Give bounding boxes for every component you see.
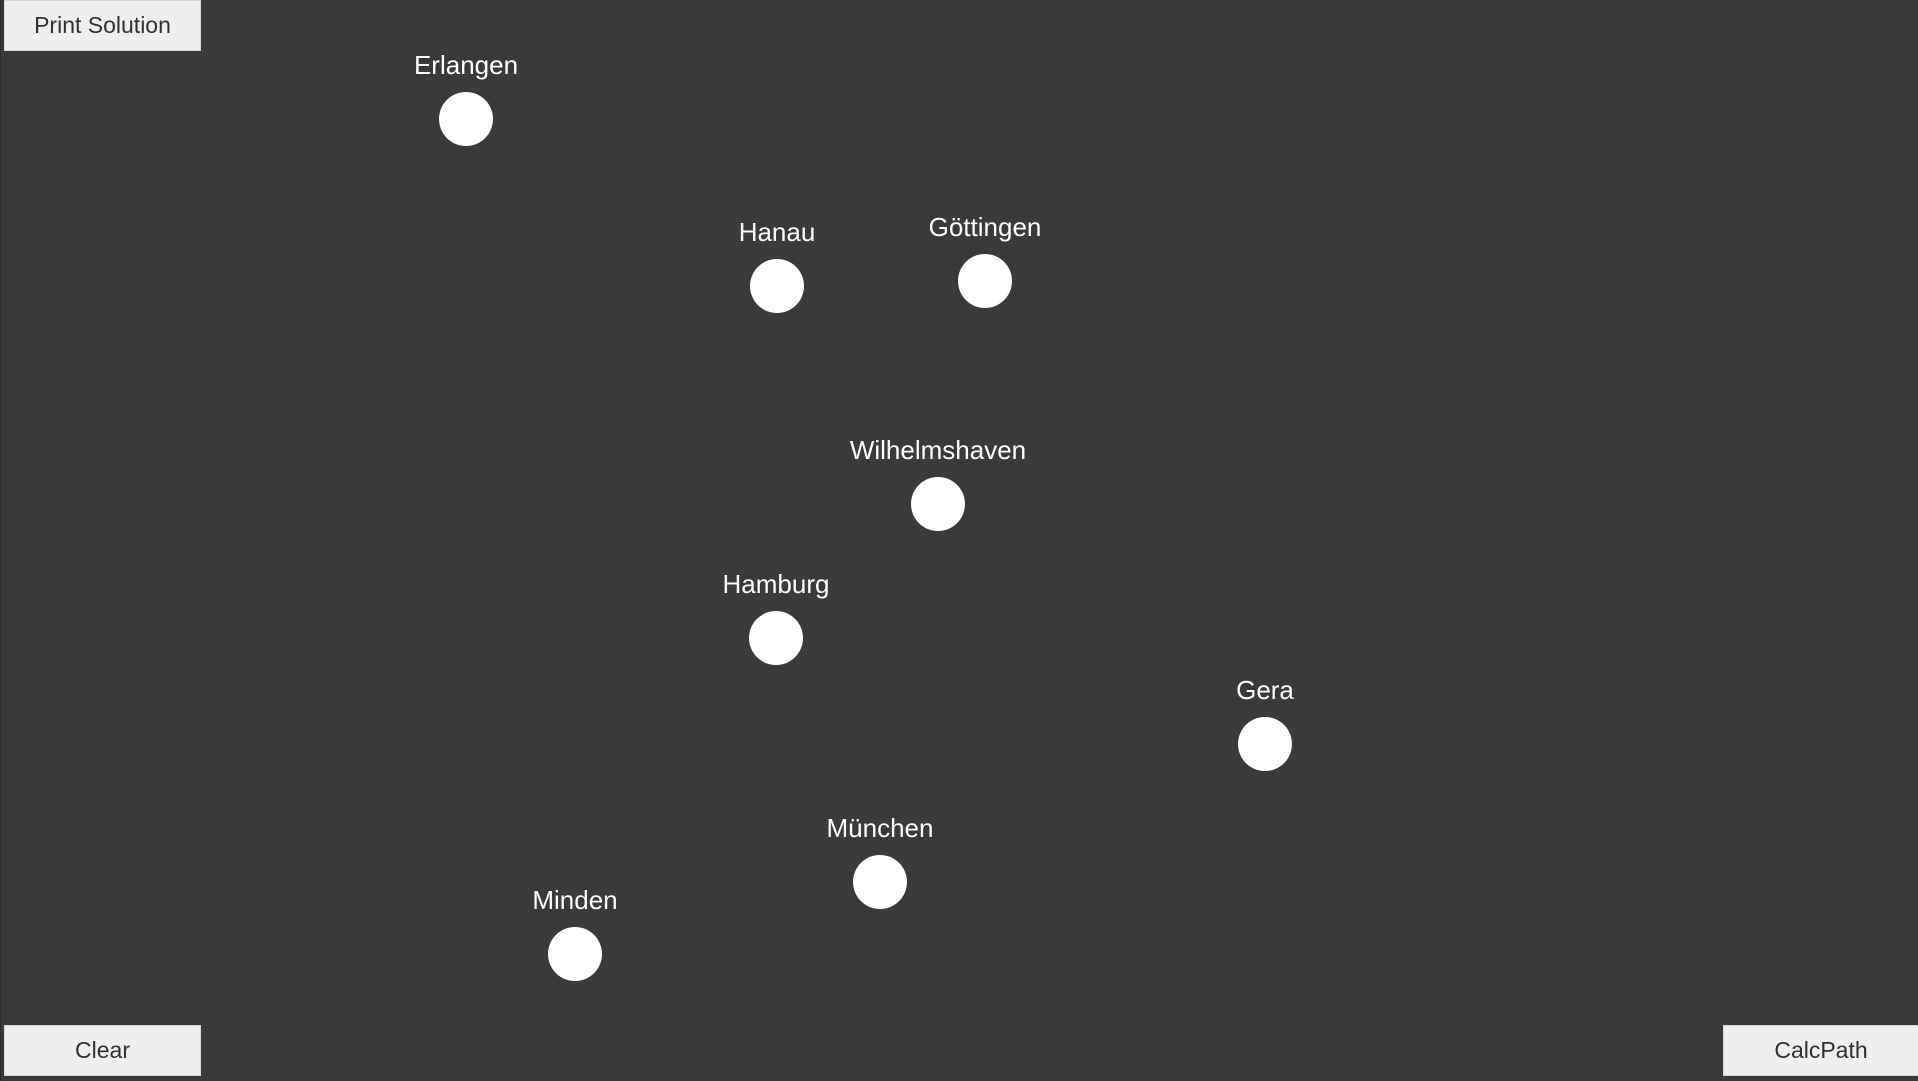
city-label: Göttingen (928, 212, 1042, 242)
city-wilhelmshaven: Wilhelmshaven (838, 435, 1038, 545)
city-label: Minden (532, 885, 618, 915)
city-hamburg: Hamburg (676, 569, 876, 679)
calc-path-button[interactable]: CalcPath (1723, 1025, 1918, 1076)
city-node[interactable] (958, 254, 1012, 308)
city-label: Hamburg (722, 569, 830, 599)
city-node[interactable] (1238, 717, 1292, 771)
city-label: Gera (1236, 675, 1294, 705)
city-hanau: Hanau (677, 217, 877, 327)
city-muenchen: München (780, 813, 980, 923)
city-erlangen: Erlangen (366, 50, 566, 160)
city-minden: Minden (475, 885, 675, 995)
city-node[interactable] (749, 611, 803, 665)
city-node[interactable] (439, 92, 493, 146)
city-gera: Gera (1165, 675, 1365, 785)
city-label: Hanau (738, 217, 816, 247)
clear-button[interactable]: Clear (4, 1025, 201, 1076)
city-node[interactable] (911, 477, 965, 531)
city-label: Erlangen (413, 50, 519, 80)
city-label: Wilhelmshaven (849, 435, 1027, 465)
city-node[interactable] (750, 259, 804, 313)
city-goettingen: Göttingen (885, 212, 1085, 322)
print-solution-button[interactable]: Print Solution (4, 0, 201, 51)
city-label: München (826, 813, 934, 843)
city-node[interactable] (548, 927, 602, 981)
city-node[interactable] (853, 855, 907, 909)
